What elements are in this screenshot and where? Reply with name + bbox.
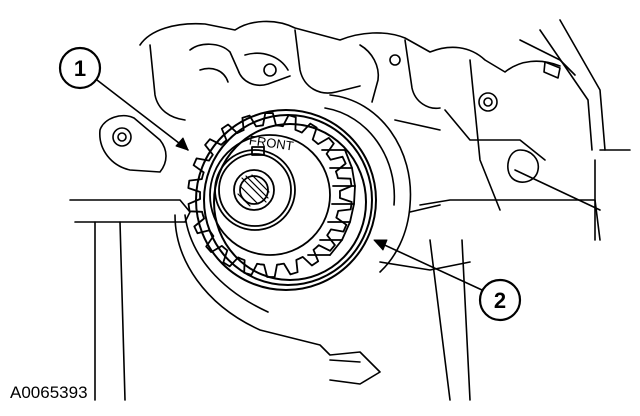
callout-2: 2 bbox=[373, 239, 522, 322]
callout-1-leader bbox=[96, 79, 189, 151]
front-mark: FRONT bbox=[248, 132, 294, 153]
callout-1: 1 bbox=[58, 46, 189, 151]
figure-id: A0065393 bbox=[10, 383, 88, 402]
callout-2-arrowhead bbox=[373, 239, 388, 251]
callout-2-leader bbox=[377, 241, 483, 291]
sprocket-teeth bbox=[187, 112, 353, 278]
crankshaft-sprocket bbox=[187, 112, 356, 278]
callout-2-number: 2 bbox=[494, 288, 506, 313]
engine-block-outline bbox=[69, 19, 631, 401]
callout-1-arrowhead bbox=[175, 137, 189, 151]
callout-1-number: 1 bbox=[74, 56, 86, 81]
callout-1-circle bbox=[58, 46, 102, 90]
callout-2-circle bbox=[478, 278, 522, 322]
